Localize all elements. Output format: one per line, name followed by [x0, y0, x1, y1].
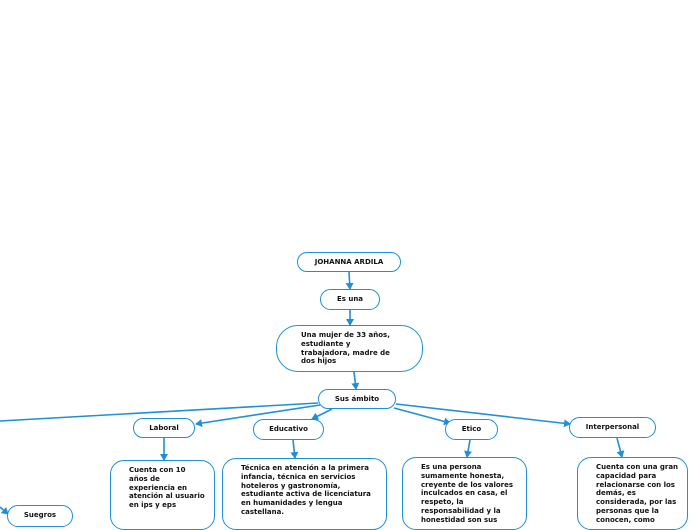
- node-etico[interactable]: Etico: [445, 419, 498, 440]
- node-educativo-detail[interactable]: Técnica en atención a la primera infanci…: [222, 458, 387, 530]
- connector-ambito-left: [0, 402, 319, 422]
- connector-ambito-laboral: [195, 404, 321, 428]
- node-ambito[interactable]: Sus ámbito: [318, 389, 396, 409]
- node-etico-label: Etico: [461, 425, 482, 434]
- connector-ambito-educativo: [311, 408, 333, 420]
- node-etico-detail[interactable]: Es una persona sumamente honesta, creyen…: [402, 457, 527, 530]
- node-interpersonal[interactable]: Interpersonal: [569, 417, 656, 438]
- node-root[interactable]: JOHANNA ARDILA: [297, 252, 401, 272]
- node-suegros[interactable]: Suegros: [7, 505, 73, 527]
- node-interpersonal-detail-label: Cuenta con una gran capacidad para relac…: [596, 463, 679, 524]
- connector-interpersonal-detail: [616, 437, 625, 458]
- connector-ambito-etico: [393, 407, 451, 426]
- connector-ambito-interpersonal: [395, 403, 571, 428]
- node-es-una-label: Es una: [336, 295, 364, 304]
- node-laboral-detail[interactable]: Cuenta con 10 años de experiencia en ate…: [110, 460, 215, 530]
- connector-to-suegros: [0, 506, 9, 515]
- connector-etico-detail: [464, 439, 472, 458]
- node-description-label: Una mujer de 33 años, estudiante y traba…: [301, 331, 390, 366]
- node-es-una[interactable]: Es una: [320, 289, 380, 310]
- node-ambito-label: Sus ámbito: [334, 394, 380, 403]
- node-description[interactable]: Una mujer de 33 años, estudiante y traba…: [276, 325, 423, 372]
- node-laboral-label: Laboral: [149, 423, 179, 432]
- node-laboral[interactable]: Laboral: [133, 418, 195, 438]
- connector-educativo-detail: [290, 439, 299, 459]
- node-interpersonal-detail[interactable]: Cuenta con una gran capacidad para relac…: [577, 457, 688, 530]
- node-etico-detail-label: Es una persona sumamente honesta, creyen…: [421, 463, 514, 524]
- node-suegros-label: Suegros: [23, 511, 57, 519]
- node-educativo[interactable]: Educativo: [253, 419, 324, 440]
- node-educativo-label: Educativo: [269, 425, 308, 434]
- node-root-label: JOHANNA ARDILA: [314, 257, 384, 266]
- node-laboral-detail-label: Cuenta con 10 años de experiencia en ate…: [129, 466, 205, 509]
- node-educativo-detail-label: Técnica en atención a la primera infanci…: [241, 464, 371, 516]
- connector-root-esuna: [345, 271, 354, 290]
- connector-description-ambito: [351, 371, 360, 390]
- node-interpersonal-label: Interpersonal: [585, 423, 640, 432]
